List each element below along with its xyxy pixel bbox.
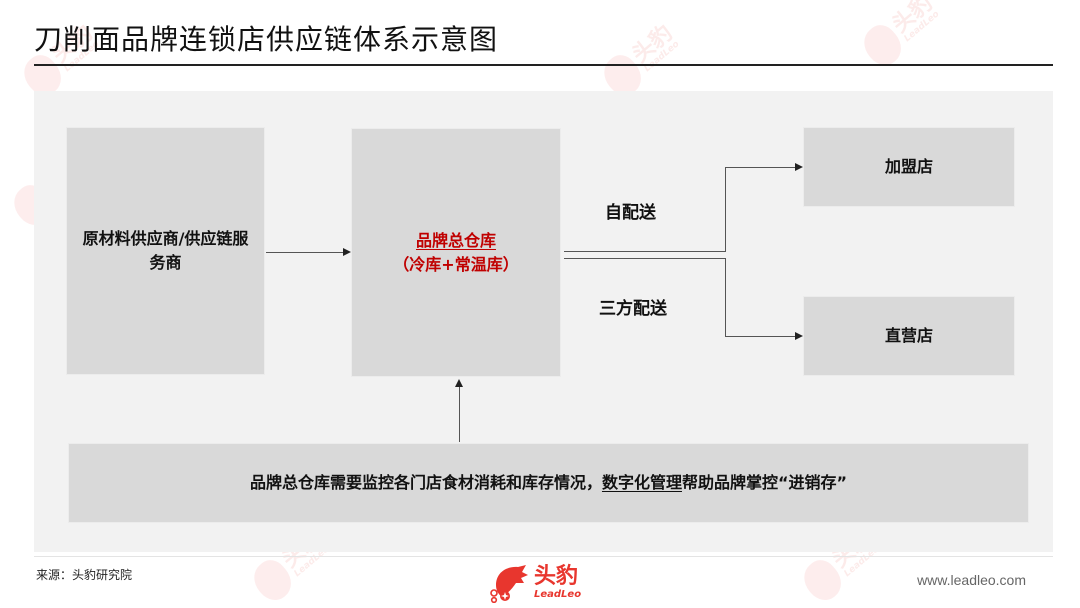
edge-label-self-delivery: 自配送 [605,203,656,223]
node-supplier-label: 原材料供应商/供应链服务商 [82,229,249,272]
arrowhead-right-icon [795,163,803,171]
footer-divider [34,556,1053,557]
leopard-icon [796,554,849,607]
edge-self-delivery-horizontal [564,251,725,252]
note-text-part1: 品牌总仓库需要监控各门店食材消耗和库存情况， [249,473,602,492]
leadleo-logo: 头豹 LeadLeo [488,561,598,605]
node-direct-store-label: 直营店 [884,326,933,345]
logo-text-en: LeadLeo [534,589,582,600]
node-franchise-store: 加盟店 [803,127,1015,207]
node-supplier: 原材料供应商/供应链服务商 [66,127,265,375]
note-text-highlight: 数字化管理 [601,473,682,492]
title-divider [34,64,1053,66]
logo-text-cn: 头豹 [534,564,579,589]
website-link[interactable]: www.leadleo.com [917,572,1026,588]
edge-third-party-to-direct [725,336,795,337]
arrowhead-right-icon [795,332,803,340]
leopard-icon [246,554,299,607]
node-warehouse-title: 品牌总仓库 [415,230,496,250]
arrowhead-right-icon [343,248,351,256]
arrow-note-to-warehouse [459,387,460,442]
edge-self-delivery-to-franchise [725,167,795,168]
leopard-icon [488,563,530,604]
node-direct-store: 直营店 [803,296,1015,376]
node-warehouse: 品牌总仓库 （冷库+常温库） [351,128,561,377]
node-franchise-store-label: 加盟店 [884,157,933,176]
page-title: 刀削面品牌连锁店供应链体系示意图 [34,23,499,56]
arrowhead-up-icon [455,379,463,387]
note-text-part2: 帮助品牌掌控“进销存” [681,473,848,492]
edge-third-party-vertical [725,258,726,336]
edge-third-party-horizontal [564,258,725,259]
edge-label-third-party-delivery: 三方配送 [599,299,667,319]
arrow-supplier-to-warehouse [266,252,343,253]
source-note: 来源：头豹研究院 [36,568,133,582]
note-digital-management: 品牌总仓库需要监控各门店食材消耗和库存情况，数字化管理帮助品牌掌控“进销存” [68,443,1029,523]
note-text: 品牌总仓库需要监控各门店食材消耗和库存情况，数字化管理帮助品牌掌控“进销存” [250,471,847,495]
node-warehouse-subtitle: （冷库+常温库） [393,254,519,274]
edge-self-delivery-vertical [725,167,726,252]
